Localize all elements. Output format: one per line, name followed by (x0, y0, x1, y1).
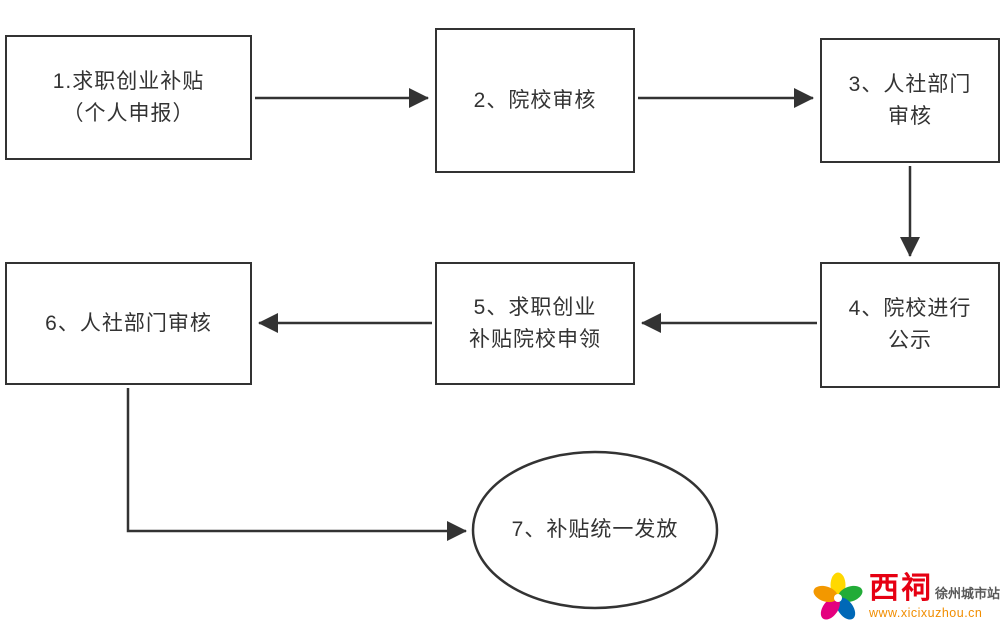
xici-logo: 西祠 徐州城市站 www.xicixuzhou.cn (813, 570, 1000, 624)
node-label: 4、院校进行 (848, 297, 972, 320)
flow-node-2: 2、院校审核 (435, 28, 635, 173)
flow-node-1: 1.求职创业补贴 （个人申报） (5, 35, 252, 160)
flow-node-3: 3、人社部门 审核 (820, 38, 1000, 163)
node-label: （个人申报） (62, 101, 195, 125)
node-label: 3、人社部门 (848, 72, 972, 96)
flow-node-5: 5、求职创业 补贴院校申领 (435, 262, 635, 385)
node-label: 公示 (888, 329, 932, 352)
flow-node-7: 7、补贴统一发放 (475, 498, 715, 562)
node-label: 2、院校审核 (473, 88, 597, 112)
flow-node-6: 6、人社部门审核 (5, 262, 252, 385)
arrow-step6-to-step7 (126, 388, 467, 541)
logo-url: www.xicixuzhou.cn (868, 606, 983, 620)
logo-title-row: 西祠 徐州城市站 (869, 574, 1000, 604)
node-label: 6、人社部门审核 (45, 311, 212, 335)
node-label: 7、补贴统一发放 (511, 518, 679, 541)
node-label: 5、求职创业 (473, 295, 597, 319)
logo-site-name: 徐州城市站 (934, 586, 1000, 601)
logo-text: 西祠 徐州城市站 www.xicixuzhou.cn (868, 574, 1000, 621)
flow-node-4: 4、院校进行 公示 (820, 262, 1000, 388)
logo-brand: 西祠 (868, 572, 933, 605)
node-label: 审核 (888, 104, 932, 128)
flow-node-7-shape (471, 450, 719, 610)
node-label: 补贴院校申领 (469, 327, 601, 351)
flower-icon (813, 572, 863, 620)
node-label: 1.求职创业补贴 (52, 69, 205, 93)
